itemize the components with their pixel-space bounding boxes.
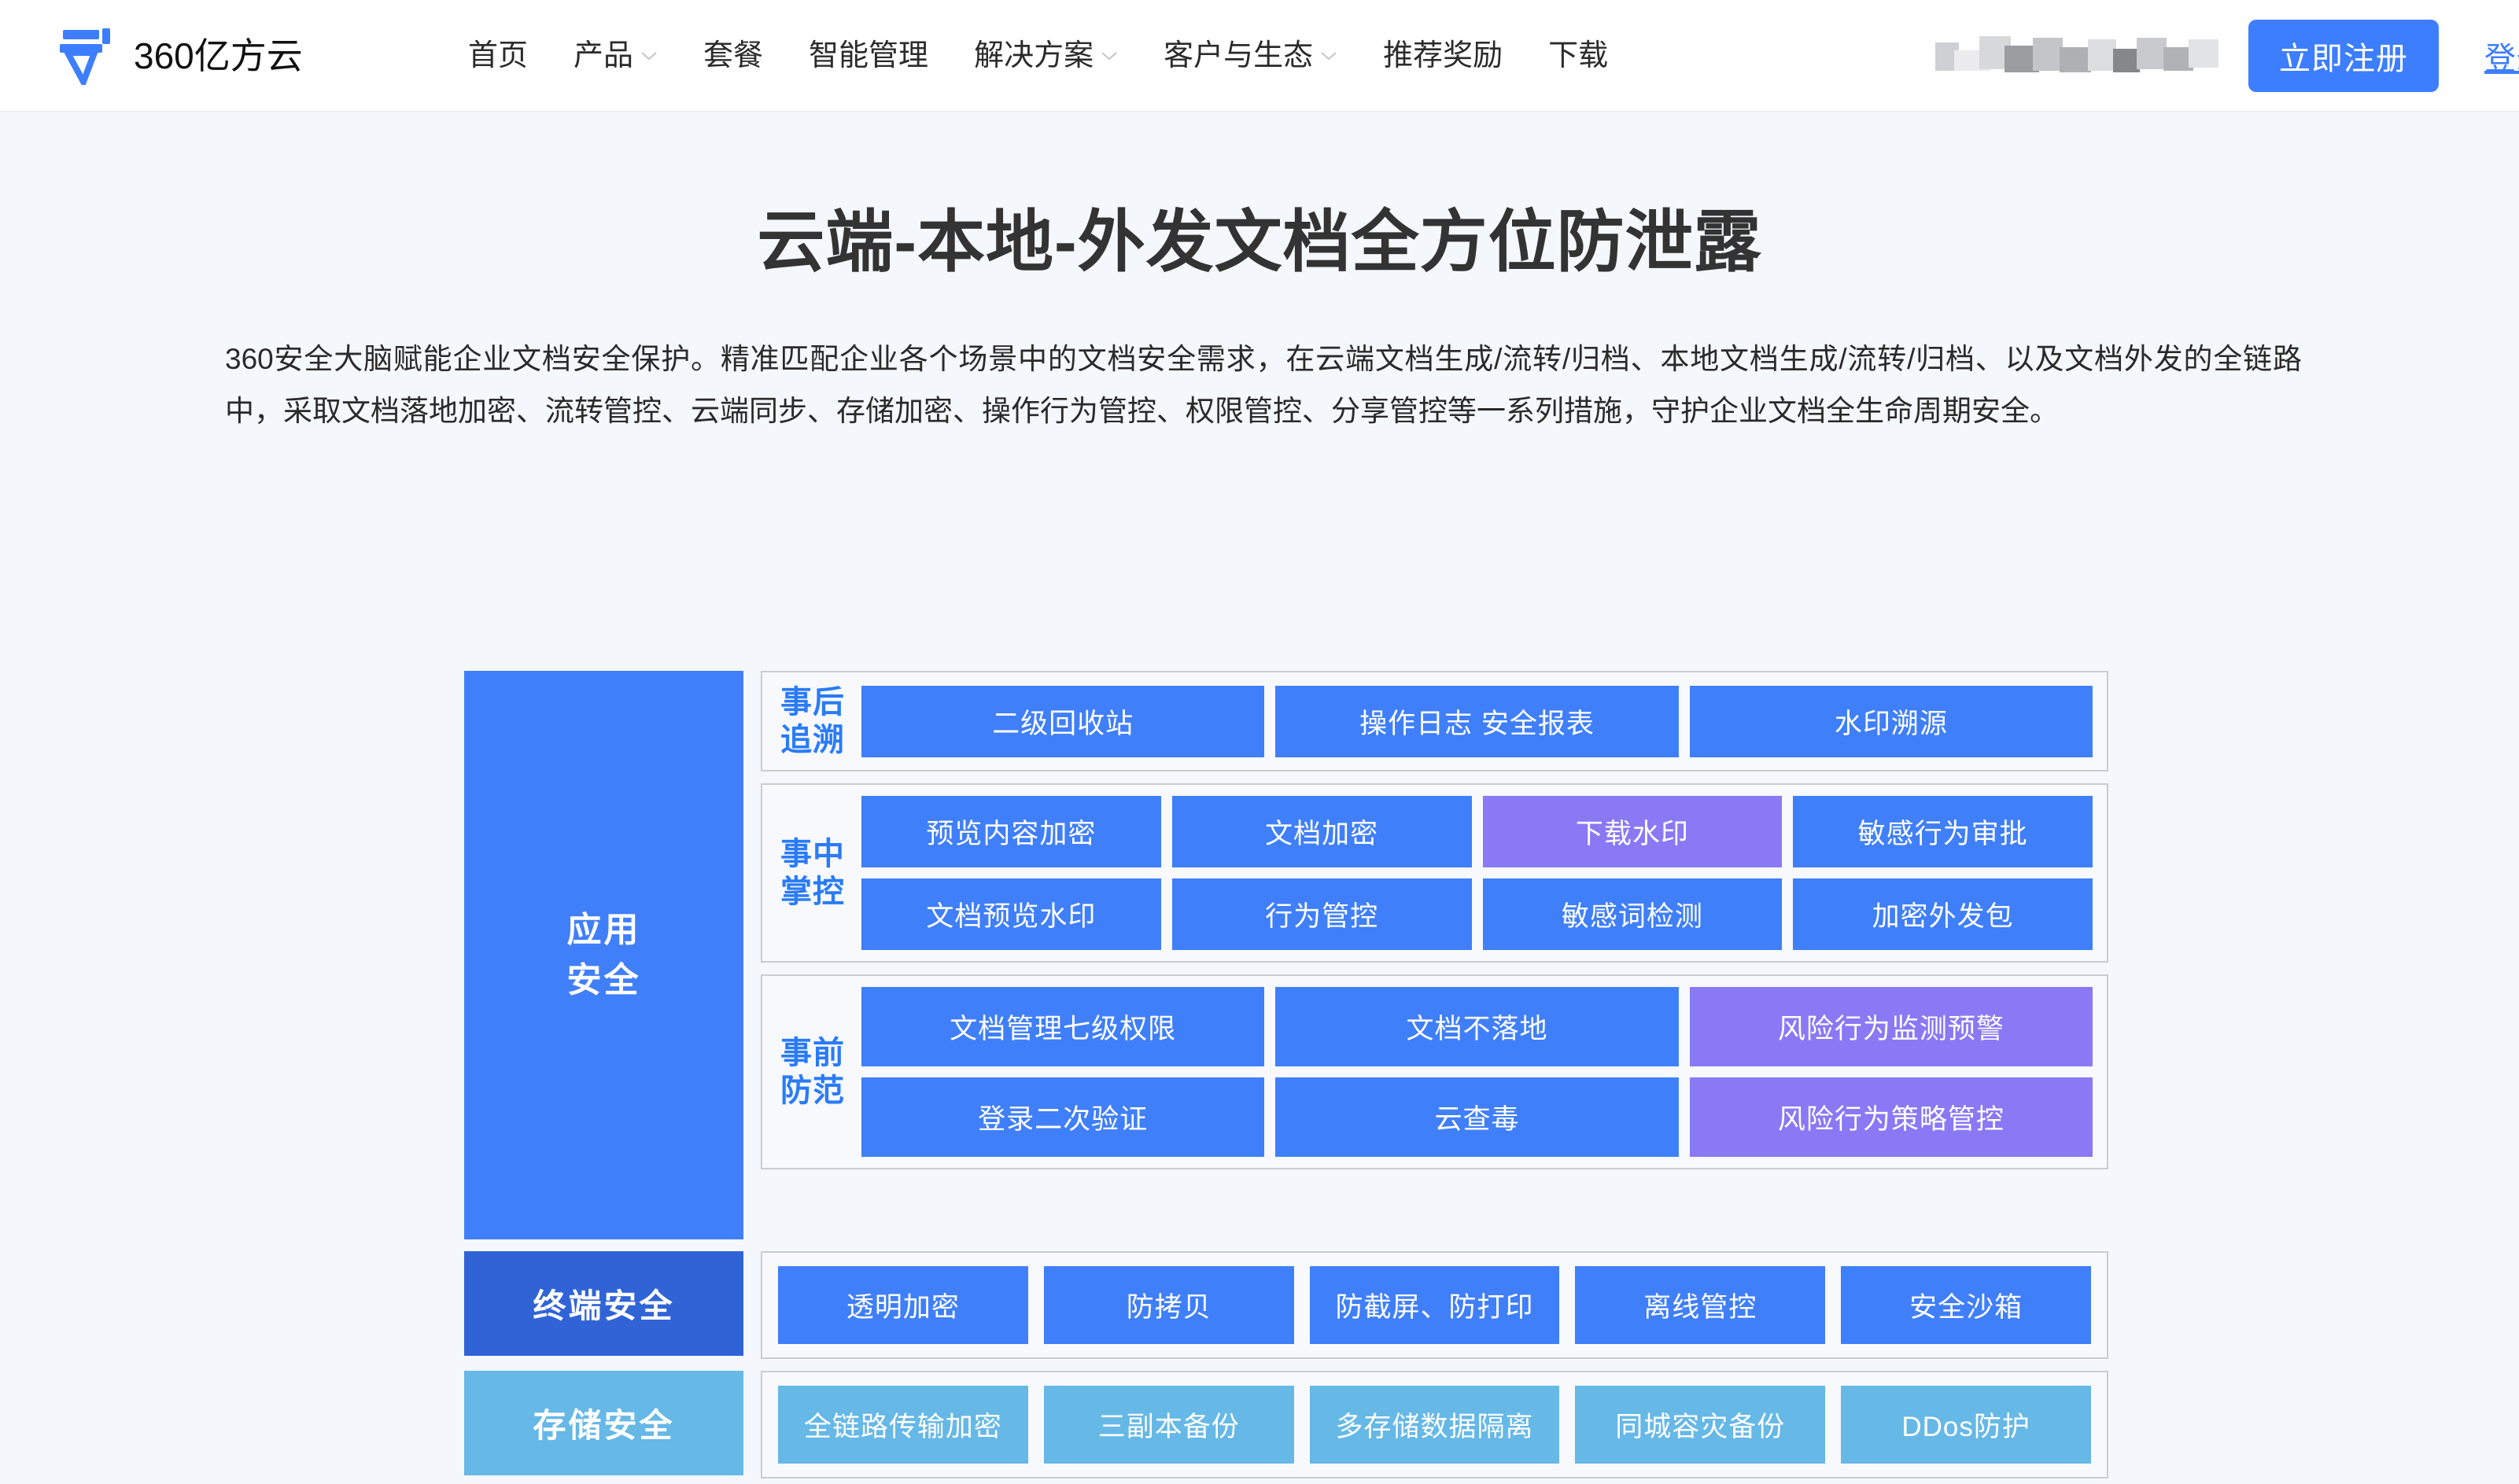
feature-cell[interactable]: 防拷贝 xyxy=(1043,1266,1294,1344)
page-title: 云端-本地-外发文档全方位防泄露 xyxy=(757,204,1762,280)
group-in-process-control: 事中 掌控 预览内容加密 文档加密 下载水印 敏感行为审批 文档预览水印 行为管… xyxy=(761,783,2108,963)
feature-cell[interactable]: 登录二次验证 xyxy=(861,1077,1265,1157)
feature-cell[interactable]: 敏感行为审批 xyxy=(1793,796,2093,867)
feature-cell[interactable]: 操作日志 安全报表 xyxy=(1275,685,1679,757)
group-label-pre-incident: 事前 防范 xyxy=(776,1034,849,1110)
nav-item-solutions[interactable]: 解决方案 xyxy=(951,41,1141,71)
feature-cell[interactable]: 同城容灾备份 xyxy=(1575,1386,1826,1464)
group-label-line1: 事中 xyxy=(780,837,845,871)
site-header: 360亿方云 首页 产品 套餐 智能管理 解决方案 客户与生态 xyxy=(0,0,2519,112)
storage-security-section: 存储安全 全链路传输加密 三副本备份 多存储数据隔离 同城容灾备份 DDos防护 xyxy=(464,1371,2108,1478)
category-label-line2: 安全 xyxy=(566,960,641,1000)
group-post-incident-tracing: 事后 追溯 二级回收站 操作日志 安全报表 水印溯源 xyxy=(761,671,2108,771)
header-actions: 立即注册 登录 xyxy=(1935,19,2519,92)
left-category-column: 应用 安全 xyxy=(464,671,743,1239)
page-content: 云端-本地-外发文档全方位防泄露 360安全大脑赋能企业文档安全保护。精准匹配企… xyxy=(0,112,2519,1484)
feature-cell[interactable]: 文档预览水印 xyxy=(861,878,1161,950)
chevron-down-icon xyxy=(1321,51,1337,60)
nav-item-download[interactable]: 下载 xyxy=(1525,41,1631,71)
yifangyun-logo-icon xyxy=(60,28,110,85)
feature-cell[interactable]: 透明加密 xyxy=(778,1266,1028,1344)
nav-item-products[interactable]: 产品 xyxy=(551,41,680,71)
group-label-line2: 防范 xyxy=(780,1073,845,1108)
nav-item-referral-rewards[interactable]: 推荐奖励 xyxy=(1360,41,1525,71)
nav-item-label: 首页 xyxy=(468,39,529,72)
feature-cell[interactable]: 全链路传输加密 xyxy=(778,1386,1028,1464)
nav-item-packages[interactable]: 套餐 xyxy=(680,41,786,71)
application-security-section: 应用 安全 事后 追溯 二级回收站 操作日志 安全报表 xyxy=(464,671,2108,1239)
feature-row: 文档预览水印 行为管控 敏感词检测 加密外发包 xyxy=(861,878,2093,950)
nav-item-customers-ecosystem[interactable]: 客户与生态 xyxy=(1141,41,1360,71)
terminal-feature-group: 透明加密 防拷贝 防截屏、防打印 离线管控 安全沙箱 xyxy=(761,1251,2108,1359)
feature-cell-highlight[interactable]: 风险行为策略管控 xyxy=(1689,1077,2093,1157)
feature-row: 预览内容加密 文档加密 下载水印 敏感行为审批 xyxy=(861,796,2093,867)
nav-item-label: 智能管理 xyxy=(809,39,929,72)
group-label-line1: 事前 xyxy=(780,1036,845,1070)
group-label-in-process: 事中 掌控 xyxy=(776,835,849,911)
category-panel-terminal-security: 终端安全 xyxy=(464,1251,743,1356)
nav-item-label: 解决方案 xyxy=(974,39,1094,72)
storage-feature-group: 全链路传输加密 三副本备份 多存储数据隔离 同城容灾备份 DDos防护 xyxy=(761,1371,2108,1478)
terminal-security-section: 终端安全 透明加密 防拷贝 防截屏、防打印 离线管控 安全沙箱 xyxy=(464,1251,2108,1359)
feature-cell[interactable]: 二级回收站 xyxy=(861,685,1265,757)
nav-item-label: 推荐奖励 xyxy=(1383,39,1503,72)
group-label-post-incident: 事后 追溯 xyxy=(776,683,849,759)
main-navigation: 首页 产品 套餐 智能管理 解决方案 客户与生态 推荐奖励 xyxy=(445,41,1631,71)
feature-cell[interactable]: 行为管控 xyxy=(1171,878,1472,950)
user-account-blurred[interactable] xyxy=(1935,28,2218,83)
chevron-down-icon xyxy=(641,51,657,60)
feature-cell[interactable]: 敏感词检测 xyxy=(1482,878,1783,950)
category-panel-application-security: 应用 安全 xyxy=(464,671,743,1239)
brand-logo[interactable]: 360亿方云 xyxy=(58,27,370,85)
login-link[interactable]: 登录 xyxy=(2484,41,2519,76)
group-label-line2: 追溯 xyxy=(780,723,845,757)
category-panel-storage-security: 存储安全 xyxy=(464,1371,743,1475)
feature-cell[interactable]: 文档不落地 xyxy=(1275,987,1679,1066)
feature-cell[interactable]: 防截屏、防打印 xyxy=(1309,1266,1560,1344)
category-label-line1: 应用 xyxy=(566,910,641,949)
feature-cell[interactable]: DDos防护 xyxy=(1841,1386,2091,1464)
feature-cell[interactable]: 水印溯源 xyxy=(1689,685,2093,757)
nav-item-label: 产品 xyxy=(574,39,634,72)
feature-cell[interactable]: 加密外发包 xyxy=(1793,878,2093,950)
feature-cell-highlight[interactable]: 下载水印 xyxy=(1482,796,1783,867)
feature-row: 登录二次验证 云查毒 风险行为策略管控 xyxy=(861,1077,2093,1157)
group-label-line1: 事后 xyxy=(780,685,845,720)
feature-cell-highlight[interactable]: 风险行为监测预警 xyxy=(1689,987,2093,1066)
feature-row: 文档管理七级权限 文档不落地 风险行为监测预警 xyxy=(861,987,2093,1066)
feature-cell[interactable]: 离线管控 xyxy=(1575,1266,1826,1344)
chevron-down-icon xyxy=(1101,51,1117,60)
group-pre-incident-prevention: 事前 防范 文档管理七级权限 文档不落地 风险行为监测预警 登录二次验证 云查毒… xyxy=(761,974,2108,1169)
page-description: 360安全大脑赋能企业文档安全保护。精准匹配企业各个场景中的文档安全需求，在云端… xyxy=(225,343,2302,427)
security-architecture-diagram: 应用 安全 事后 追溯 二级回收站 操作日志 安全报表 xyxy=(464,671,2108,1478)
feature-cell[interactable]: 云查毒 xyxy=(1275,1077,1679,1157)
svg-text:360亿方云: 360亿方云 xyxy=(134,37,303,75)
brand-wordmark: 360亿方云 xyxy=(134,37,303,75)
nav-item-home[interactable]: 首页 xyxy=(445,41,551,71)
register-button[interactable]: 立即注册 xyxy=(2248,19,2439,92)
application-security-groups: 事后 追溯 二级回收站 操作日志 安全报表 水印溯源 事中 xyxy=(761,671,2108,1239)
nav-item-label: 客户与生态 xyxy=(1164,39,1314,72)
feature-cell[interactable]: 预览内容加密 xyxy=(861,796,1161,867)
feature-cell[interactable]: 安全沙箱 xyxy=(1841,1266,2091,1344)
nav-item-label: 套餐 xyxy=(703,39,764,72)
feature-cell[interactable]: 三副本备份 xyxy=(1043,1386,1294,1464)
feature-row: 二级回收站 操作日志 安全报表 水印溯源 xyxy=(861,685,2093,757)
feature-cell[interactable]: 文档加密 xyxy=(1171,796,1472,867)
feature-cell[interactable]: 多存储数据隔离 xyxy=(1309,1386,1560,1464)
nav-item-smart-management[interactable]: 智能管理 xyxy=(786,41,951,71)
group-label-line2: 掌控 xyxy=(780,875,845,909)
nav-item-label: 下载 xyxy=(1548,39,1609,72)
feature-cell[interactable]: 文档管理七级权限 xyxy=(861,987,1265,1066)
